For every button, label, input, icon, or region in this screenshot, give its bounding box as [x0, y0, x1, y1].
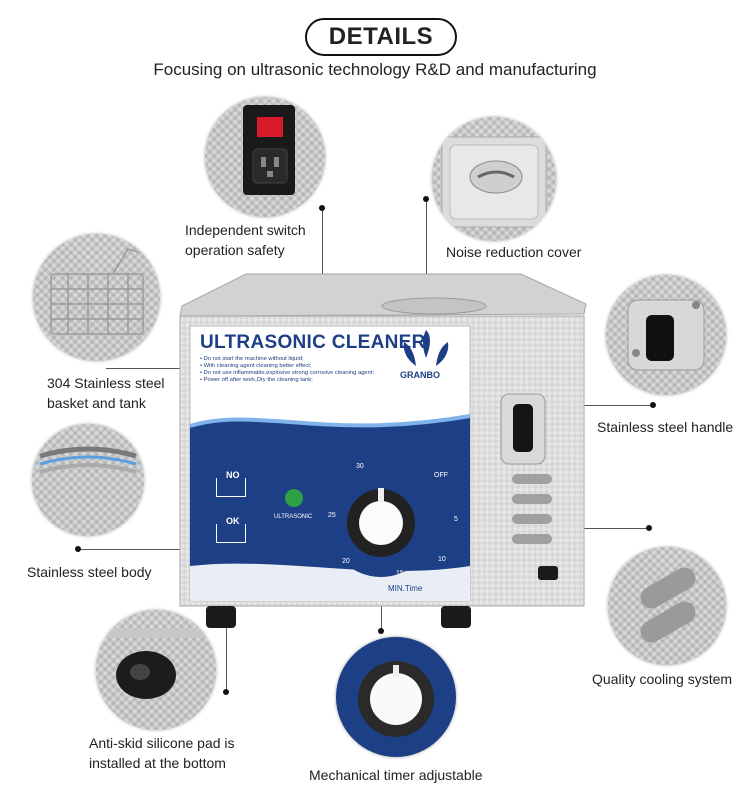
warning-line: • With cleaning agent cleaning better ef… — [200, 363, 312, 369]
connector-switch — [322, 210, 323, 308]
detail-timer-image — [336, 637, 456, 757]
detail-body-image — [32, 424, 144, 536]
label-timer: Mechanical timer adjustable — [309, 767, 483, 783]
detail-basket-image — [33, 234, 160, 361]
connector-dot — [75, 546, 81, 552]
timer-mark: 25 — [328, 512, 336, 519]
connector-dot — [423, 196, 429, 202]
level-ok-icon — [216, 524, 246, 543]
label-switch: Independent switch operation safety — [185, 222, 306, 258]
timer-mark: 15 — [396, 570, 404, 577]
handle-icon — [627, 299, 705, 371]
timer-mark: OFF — [434, 472, 448, 479]
silicone-pad-icon — [96, 630, 216, 699]
label-pad: Anti-skid silicone pad is installed at t… — [89, 735, 235, 771]
page-subtitle: Focusing on ultrasonic technology R&D an… — [153, 60, 597, 79]
cover-lid-icon — [441, 136, 547, 228]
steel-layers-icon — [39, 446, 137, 474]
basket-icon — [50, 248, 144, 335]
label-cooling: Quality cooling system — [592, 671, 733, 687]
connector-dot — [223, 689, 229, 695]
ultrasonic-cleaner-device: ULTRASONIC CLEANER • Do not start the ma… — [176, 266, 588, 640]
level-ok-label: OK — [226, 516, 240, 526]
timer-dial-icon — [358, 661, 434, 737]
details-title: DETAILS — [305, 18, 457, 56]
detail-pad-image — [96, 610, 216, 730]
connector-handle — [549, 405, 653, 406]
warning-line: • Do not start the machine without liqui… — [200, 356, 304, 362]
warning-line: • Power off after work,Dry the cleaning … — [200, 377, 313, 383]
device-logo-text: GRANBO — [400, 370, 440, 380]
timer-mark: 30 — [356, 463, 364, 470]
cooling-vents-icon — [640, 567, 696, 643]
timer-mark: 20 — [342, 558, 350, 565]
connector-pad — [226, 597, 227, 692]
power-switch-icon — [243, 105, 295, 195]
connector-cooling — [541, 528, 649, 529]
level-no-icon — [216, 478, 246, 497]
warning-line: • Do not use inflammable,explosive stron… — [200, 370, 375, 376]
connector-dot — [646, 525, 652, 531]
connector-cover — [426, 200, 427, 308]
timer-mark: 5 — [454, 516, 458, 523]
device-warnings: • Do not start the machine without liqui… — [200, 356, 390, 384]
timer-mark: 10 — [438, 556, 446, 563]
connector-basket — [106, 368, 226, 369]
level-no-label: NO — [226, 470, 240, 480]
label-basket: 304 Stainless steel basket and tank — [47, 375, 165, 411]
detail-switch-image — [205, 97, 325, 217]
detail-cover-image — [432, 117, 556, 241]
connector-dot — [319, 205, 325, 211]
detail-handle-image — [606, 275, 726, 395]
connector-dot — [650, 402, 656, 408]
connector-dot — [378, 628, 384, 634]
connector-body — [78, 549, 188, 550]
indicator-label: ULTRASONIC — [274, 514, 313, 520]
timer-unit-label: MIN.Time — [388, 584, 423, 593]
device-brand-title: ULTRASONIC CLEANER — [200, 332, 426, 353]
label-handle: Stainless steel handle — [597, 419, 734, 435]
label-body: Stainless steel body — [27, 564, 152, 580]
detail-cooling-image — [608, 547, 726, 665]
label-cover: Noise reduction cover — [446, 244, 582, 260]
